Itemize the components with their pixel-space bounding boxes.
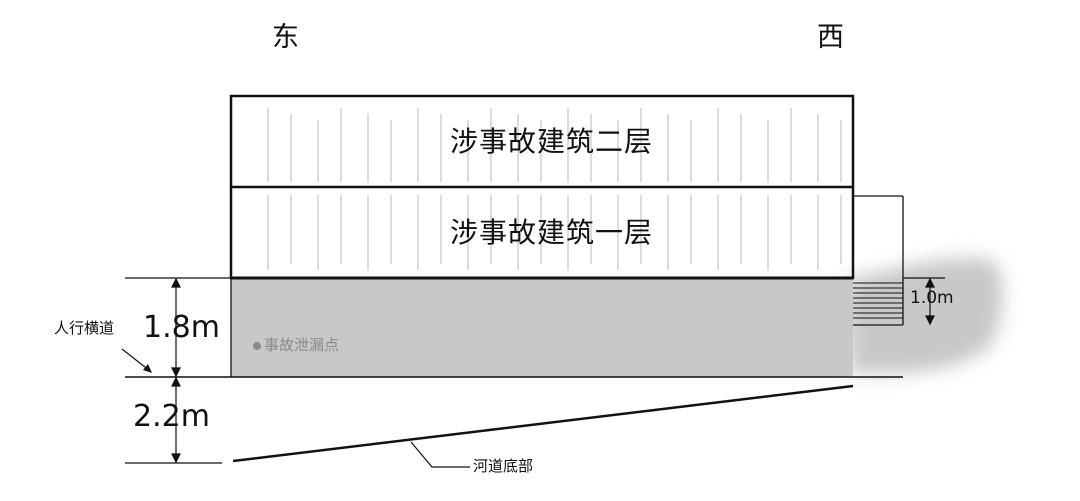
building-hatching: [267, 108, 842, 270]
riverbed-line: [232, 384, 854, 463]
stair-height-label: 1.0m: [910, 288, 954, 308]
first-floor-label: 涉事故建筑一层: [450, 216, 654, 249]
sidewalk-arrowhead: [143, 364, 152, 373]
dimension-lines: [171, 277, 945, 464]
second-floor-label: 涉事故建筑二层: [450, 125, 654, 158]
west-label: 西: [817, 22, 844, 53]
flood-water-zone: [231, 258, 1003, 377]
sidewalk-label: 人行横道: [54, 319, 115, 337]
sidewalk-depth-label: 1.8m: [143, 310, 220, 345]
west-stairs: [853, 195, 904, 326]
ground-lines: [125, 277, 903, 464]
east-label: 东: [272, 22, 299, 53]
building-outline: [229, 94, 855, 280]
leak-point-label: 事故泄漏点: [264, 336, 340, 354]
leak-point-marker: [253, 342, 261, 350]
river-depth-label: 2.2m: [133, 399, 210, 434]
riverbed-label: 河道底部: [473, 457, 534, 475]
stair-steps: [853, 282, 903, 319]
